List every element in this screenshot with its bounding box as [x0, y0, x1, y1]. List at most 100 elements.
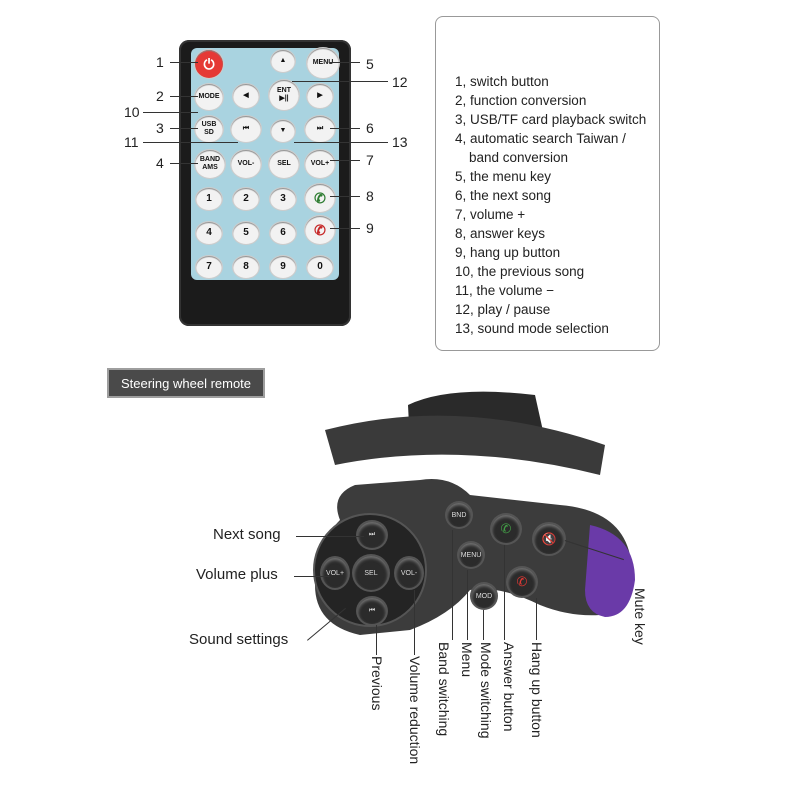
previous-button[interactable]: ⏮ — [358, 598, 386, 624]
menu-button[interactable]: MENU — [459, 543, 483, 567]
enter-play-button[interactable]: ENT ▶|| — [269, 80, 299, 110]
leader-next-song — [296, 536, 364, 537]
right-button[interactable]: ▶ — [307, 84, 333, 108]
digit-0-button[interactable]: 0 — [307, 256, 333, 278]
hangup-button[interactable]: ✆ — [305, 216, 335, 244]
phone-hangup-icon: ✆ — [314, 222, 326, 238]
leader-previous — [376, 625, 377, 655]
callout-line-9 — [330, 228, 360, 229]
up-button[interactable]: ▲ — [271, 50, 295, 72]
arrow-left-icon: ◀ — [243, 92, 249, 99]
clip-mount — [325, 415, 605, 475]
callout-3: 3 — [156, 120, 164, 136]
legend-item: 11, the volume − — [455, 283, 555, 298]
next-song-button[interactable]: ⏭ — [358, 522, 386, 548]
volume-minus-button[interactable]: VOL- — [396, 558, 422, 588]
mode-button[interactable]: MOD — [472, 584, 496, 608]
section-label: Steering wheel remote — [107, 368, 265, 398]
callout-8: 8 — [366, 188, 374, 204]
legend-item: 3, USB/TF card playback switch — [455, 112, 647, 127]
ir-remote: ⏻ ▲ MENU MODE ◀ ENT ▶|| ▶ USB SD ⏮ ▼ ⏭ B… — [179, 40, 351, 326]
vol-minus-button[interactable]: VOL- — [231, 150, 261, 178]
label-mode-switching: Mode switching — [478, 642, 494, 739]
callout-6: 6 — [366, 120, 374, 136]
label-mute-key: Mute key — [632, 588, 648, 645]
callout-line-5 — [330, 62, 360, 63]
arrow-right-icon: ▶ — [317, 92, 323, 99]
digit-2-button[interactable]: 2 — [233, 188, 259, 210]
arrow-up-icon: ▲ — [279, 57, 287, 64]
down-button[interactable]: ▼ — [271, 120, 295, 142]
previous-button[interactable]: ⏮ — [231, 116, 261, 142]
digit-1-button[interactable]: 1 — [196, 188, 222, 210]
label-band-switching: Band switching — [436, 642, 452, 737]
leader-volume-reduction — [414, 590, 415, 655]
vol-plus-button[interactable]: VOL+ — [305, 150, 335, 178]
leader-answer-button — [504, 545, 505, 640]
mute-button[interactable]: 🔇 — [534, 524, 564, 554]
legend-item: 1, switch button — [455, 74, 549, 89]
callout-11: 11 — [124, 134, 139, 150]
mute-wing — [585, 525, 635, 617]
legend-item: 9, hang up button — [455, 245, 561, 260]
sel-button[interactable]: SEL — [354, 556, 388, 590]
volume-plus-button[interactable]: VOL+ — [322, 558, 348, 588]
legend-item: 2, function conversion — [455, 93, 587, 108]
digit-3-button[interactable]: 3 — [270, 188, 296, 210]
power-button[interactable]: ⏻ — [195, 50, 223, 78]
band-button[interactable]: BND — [447, 503, 471, 527]
legend-item: 12, play / pause — [455, 302, 551, 317]
callout-1: 1 — [156, 54, 164, 70]
label-volume-plus: Volume plus — [196, 566, 278, 583]
phone-answer-icon: ✆ — [314, 190, 326, 206]
legend-item: 7, volume + — [455, 207, 526, 222]
next-button[interactable]: ⏭ — [305, 116, 335, 142]
digit-4-button[interactable]: 4 — [196, 222, 222, 244]
hangup-button[interactable]: ✆ — [508, 568, 536, 596]
leader-mode-switching — [483, 610, 484, 640]
power-icon: ⏻ — [203, 56, 215, 72]
label-answer-button: Answer button — [501, 642, 517, 732]
label-menu: Menu — [459, 642, 475, 678]
digit-7-button[interactable]: 7 — [196, 256, 222, 278]
menu-button[interactable]: MENU — [307, 48, 339, 78]
digit-9-button[interactable]: 9 — [270, 256, 296, 278]
label-sound-settings: Sound settings — [189, 631, 289, 648]
label-next-song: Next song — [213, 526, 281, 543]
digit-8-button[interactable]: 8 — [233, 256, 259, 278]
callout-line-4 — [170, 163, 198, 164]
answer-button[interactable]: ✆ — [492, 515, 520, 543]
left-button[interactable]: ◀ — [233, 84, 259, 108]
next-icon: ⏭ — [368, 531, 376, 538]
steering-remote-body — [313, 391, 635, 635]
legend-item: 5, the menu key — [455, 169, 552, 184]
leader-hang-up-button — [536, 598, 537, 640]
digit-5-button[interactable]: 5 — [233, 222, 259, 244]
callout-4: 4 — [156, 155, 164, 171]
legend-item: 8, answer keys — [455, 226, 546, 241]
leader-volume-plus — [294, 576, 330, 577]
legend-item: band conversion — [469, 150, 569, 165]
legend-list: 1, switch button 2, function conversion … — [436, 17, 659, 338]
leader-band-switching — [452, 530, 453, 640]
next-icon: ⏭ — [316, 125, 324, 132]
callout-13: 13 — [392, 134, 408, 150]
legend-item: 10, the previous song — [455, 264, 585, 279]
label-volume-reduction: Volume reduction — [407, 656, 423, 765]
label-previous: Previous — [369, 656, 385, 711]
phone-answer-icon: ✆ — [500, 521, 512, 536]
callout-7: 7 — [366, 152, 374, 168]
callout-12: 12 — [392, 74, 408, 90]
callout-line-13 — [294, 142, 388, 143]
sel-button[interactable]: SEL — [269, 150, 299, 178]
usb-sd-button[interactable]: USB SD — [195, 116, 223, 142]
mode-button[interactable]: MODE — [195, 84, 223, 110]
digit-6-button[interactable]: 6 — [270, 222, 296, 244]
callout-10: 10 — [124, 104, 140, 120]
callout-line-1 — [170, 62, 198, 63]
band-ams-button[interactable]: BAND AMS — [195, 150, 225, 178]
callout-line-10 — [143, 112, 198, 113]
leader-menu — [467, 570, 468, 640]
answer-button[interactable]: ✆ — [305, 184, 335, 212]
callout-line-3 — [170, 128, 198, 129]
